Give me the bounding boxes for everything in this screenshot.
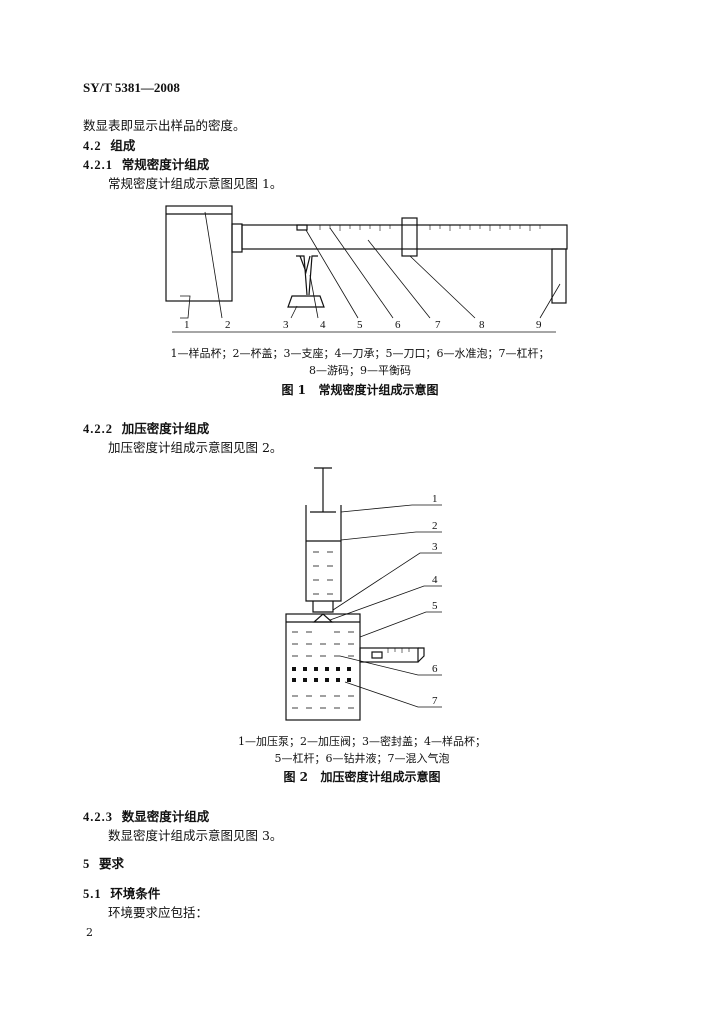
section-title: 常规密度计组成 <box>121 157 210 172</box>
section-4-2-1-text: 常规密度计组成示意图见图 1。 <box>108 176 283 191</box>
lever-beam <box>241 224 568 250</box>
section-4-2-2-heading: 4.2.2 加压密度计组成 <box>83 418 209 437</box>
section-title: 加压密度计组成 <box>121 421 210 436</box>
fig2-label: 6 <box>432 663 438 675</box>
section-5-1-heading: 5.1 环境条件 <box>83 883 160 902</box>
pressure-pump <box>305 505 342 602</box>
fig2-label: 3 <box>432 541 438 553</box>
figure-1-legend-line-1: 1—样品杯；2—杯盖；3—支座；4—刀承；5—刀口；6—水准泡；7—杠杆； <box>170 347 550 360</box>
fig1-label: 7 <box>435 319 441 331</box>
section-title: 数显密度计组成 <box>121 809 210 824</box>
fig1-label: 4 <box>320 319 326 331</box>
section-number: 4.2.2 <box>83 422 113 436</box>
seal-cap <box>312 613 334 623</box>
fig1-label: 9 <box>536 319 542 331</box>
section-number: 4.2.3 <box>83 810 113 824</box>
section-5-1-text: 环境要求应包括： <box>108 905 209 920</box>
caption-number: 图 2 <box>283 770 308 784</box>
fig1-label: 3 <box>283 319 289 331</box>
fig2-label: 5 <box>432 600 438 612</box>
figure-2-diagram: 1 2 3 4 5 6 7 <box>285 467 442 721</box>
fig1-label: 1 <box>184 319 190 331</box>
sample-cup-2 <box>285 613 361 721</box>
fig2-label: 1 <box>432 493 438 505</box>
page-number: 2 <box>86 926 93 939</box>
sample-cup <box>165 205 233 302</box>
caption-title: 常规密度计组成示意图 <box>318 383 439 397</box>
section-number: 4.2.1 <box>83 158 113 172</box>
figure-1-caption: 图 1 常规密度计组成示意图 <box>150 381 570 398</box>
counterweight <box>551 248 567 304</box>
level-bubble <box>296 224 308 231</box>
section-title: 组成 <box>110 138 136 153</box>
leader-lines <box>180 211 561 319</box>
figure-1-legend-line-2: 8—游码；9—平衡码 <box>309 364 411 377</box>
fig1-label: 5 <box>357 319 363 331</box>
fig2-label: 7 <box>432 695 438 707</box>
section-number: 5 <box>83 857 91 871</box>
intro-text: 数显表即显示出样品的密度。 <box>83 118 246 133</box>
section-4-2-heading: 4.2 组成 <box>83 135 135 154</box>
fig1-label: 6 <box>395 319 401 331</box>
figure-2-caption: 图 2 加压密度计组成示意图 <box>212 768 512 785</box>
leader-lines-2 <box>329 504 442 708</box>
fig2-label: 4 <box>432 574 438 586</box>
knife-edge <box>299 255 311 275</box>
fig1-label: 2 <box>225 319 231 331</box>
figure-2-labels: 1 2 3 4 5 6 7 <box>432 493 438 707</box>
air-bubbles <box>292 667 351 682</box>
figure-2-legend-line-2: 5—杠杆；6—钻井液；7—混入气泡 <box>274 752 450 765</box>
support-stand <box>296 255 308 296</box>
fig2-label: 2 <box>432 520 438 532</box>
section-number: 5.1 <box>83 887 102 901</box>
lever-scale-ticks <box>387 648 410 653</box>
section-4-2-3-text: 数显密度计组成示意图见图 3。 <box>108 828 283 843</box>
pressure-valve <box>312 601 334 613</box>
figure-1-diagram: 1 2 3 4 5 6 7 8 9 <box>165 205 568 333</box>
liquid-dashes <box>292 551 354 709</box>
beam-scale-ticks <box>319 225 541 231</box>
lever-arm <box>359 647 419 663</box>
section-number: 4.2 <box>83 139 102 153</box>
section-4-2-3-heading: 4.2.3 数显密度计组成 <box>83 806 209 825</box>
section-title: 要求 <box>98 856 124 871</box>
caption-title: 加压密度计组成示意图 <box>320 770 441 784</box>
rider-weight <box>401 217 418 257</box>
fig1-label: 8 <box>479 319 485 331</box>
caption-number: 图 1 <box>281 383 306 397</box>
figure-1-labels: 1 2 3 4 5 6 7 8 9 <box>184 319 542 331</box>
figure-2-legend-line-1: 1—加压泵；2—加压阀；3—密封盖；4—样品杯； <box>238 735 486 748</box>
section-4-2-2-text: 加压密度计组成示意图见图 2。 <box>108 440 283 455</box>
section-4-2-1-heading: 4.2.1 常规密度计组成 <box>83 154 209 173</box>
section-5-heading: 5 要求 <box>83 853 124 872</box>
standard-number: SY/T 5381—2008 <box>83 80 180 95</box>
section-title: 环境条件 <box>110 886 161 901</box>
